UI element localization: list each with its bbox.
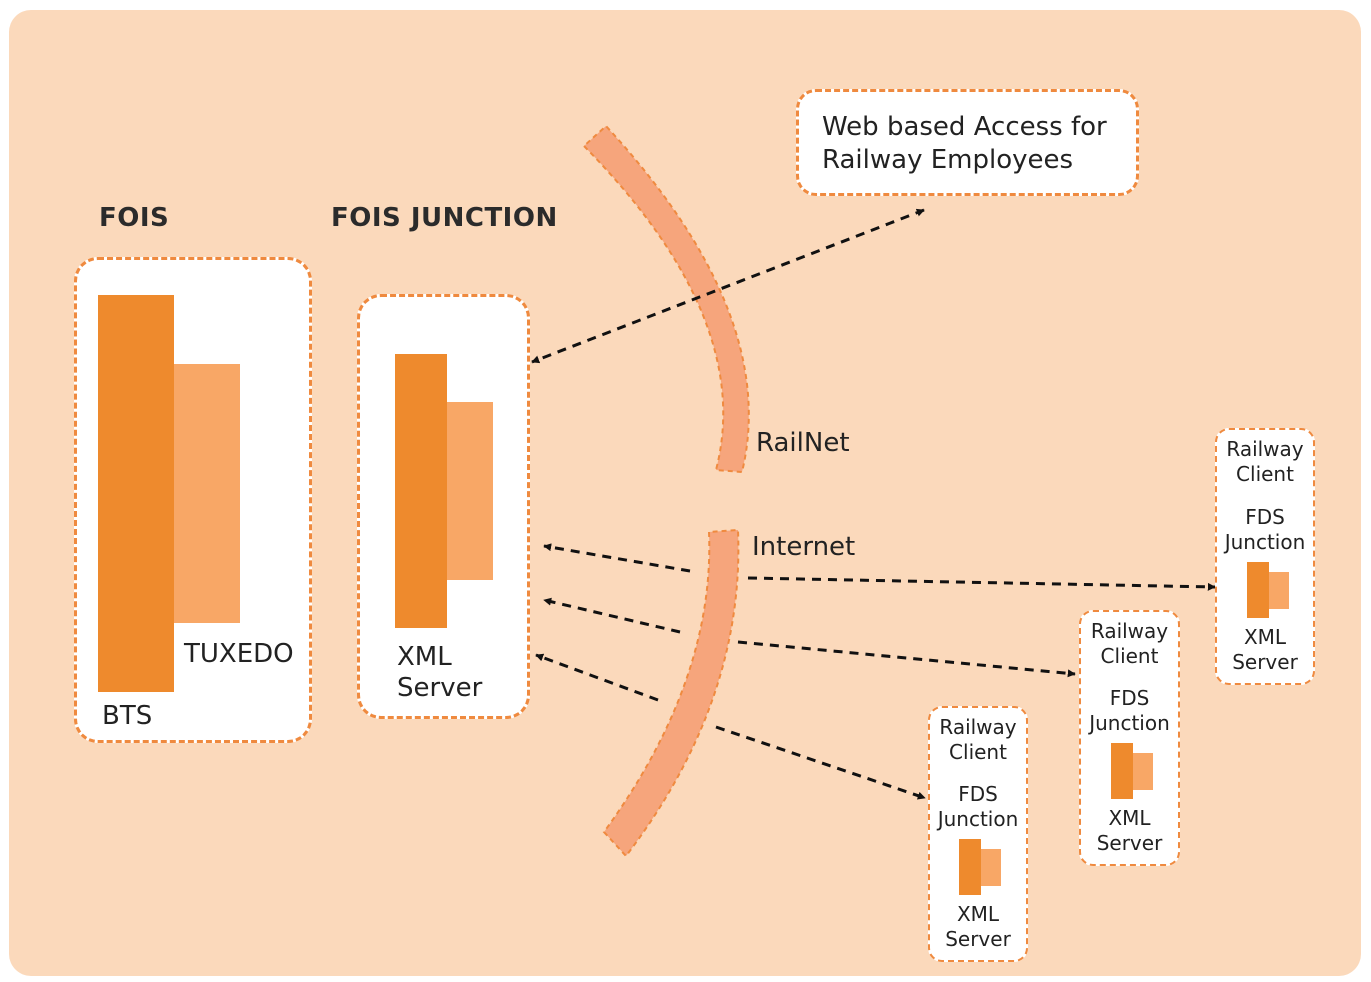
railnet-band — [582, 124, 750, 474]
client-2-fds-line1: FDS — [1109, 686, 1150, 710]
client-3-xml-line1: XML — [956, 902, 1000, 926]
railway-client-box-3 — [928, 706, 1028, 962]
client-2-dark-bar — [1111, 743, 1133, 799]
xml-server-light-bar — [446, 402, 493, 580]
client-2-title-line2: Client — [1100, 644, 1159, 668]
client-1-xml-line2: Server — [1232, 650, 1298, 674]
internet-label: Internet — [752, 532, 856, 562]
client-3-fds-line1: FDS — [958, 782, 998, 806]
xml-server-dark-bar — [395, 354, 447, 628]
web-access-line2: Railway Employees — [822, 145, 1074, 175]
client-2-light-bar — [1132, 753, 1153, 790]
web-access-box — [796, 89, 1139, 196]
client-3-xml-line2: Server — [945, 927, 1011, 951]
client-1-title-line1: Railway — [1226, 437, 1304, 461]
client-3-title-line2: Client — [949, 740, 1007, 764]
client-2-fds-line2: Junction — [1089, 711, 1170, 735]
client-3-fds-line2: Junction — [937, 807, 1019, 831]
client-3-dark-bar — [959, 839, 981, 895]
railnet-label: RailNet — [756, 428, 850, 458]
bts-label: BTS — [102, 701, 153, 731]
client-2-xml-line1: XML — [1108, 806, 1151, 830]
arrow-internet-in-2 — [543, 597, 681, 634]
fois-heading: FOIS — [99, 203, 170, 233]
tuxedo-label: TUXEDO — [184, 639, 294, 669]
client-3-light-bar — [980, 849, 1001, 886]
tuxedo-bar — [174, 364, 240, 623]
internet-band — [602, 528, 740, 858]
client-1-light-bar — [1268, 572, 1289, 609]
arrow-client-1 — [747, 576, 1216, 591]
client-1-fds-line2: Junction — [1224, 530, 1306, 554]
client-1-xml-line1: XML — [1243, 625, 1287, 649]
client-2-xml-line2: Server — [1096, 831, 1163, 855]
arrow-internet-in-1 — [543, 543, 691, 573]
xml-label-line2: Server — [397, 673, 483, 703]
web-access-line1: Web based Access for — [822, 112, 1107, 142]
fois-junction-heading: FOIS JUNCTION — [331, 203, 558, 233]
arrow-web-xml — [531, 208, 925, 364]
client-2-title-line1: Railway — [1090, 619, 1169, 643]
arrow-internet-in-3 — [535, 653, 659, 702]
railway-client-box-2 — [1079, 610, 1180, 866]
bts-bar — [98, 295, 174, 692]
arrow-client-2 — [737, 640, 1076, 678]
railway-client-box-1 — [1215, 428, 1315, 685]
client-3-title-line1: Railway — [939, 715, 1017, 739]
client-1-fds-line1: FDS — [1245, 505, 1285, 529]
client-1-title-line2: Client — [1236, 462, 1294, 486]
client-1-dark-bar — [1247, 562, 1269, 618]
xml-label-line1: XML — [397, 642, 452, 672]
arrow-client-3 — [715, 725, 926, 800]
